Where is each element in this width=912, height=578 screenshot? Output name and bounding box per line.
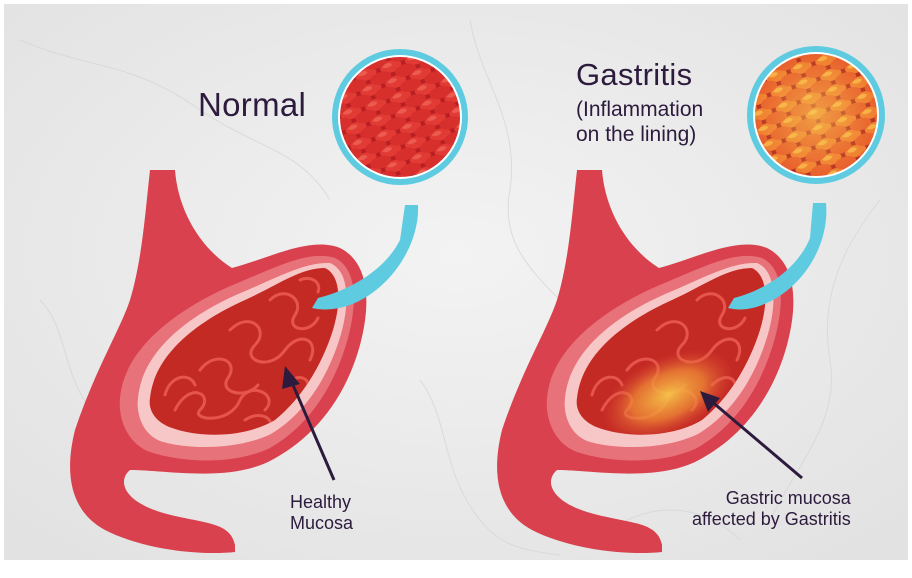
- gastritis-caption: Gastric mucosa affected by Gastritis: [692, 488, 851, 530]
- normal-title: Normal: [198, 86, 306, 124]
- gastritis-subtitle: (Inflammation on the lining): [576, 97, 703, 147]
- normal-caption-line: Mucosa: [290, 513, 353, 534]
- gastritis-subtitle-line: (Inflammation: [576, 97, 703, 122]
- normal-caption-line: Healthy: [290, 492, 353, 513]
- normal-caption: Healthy Mucosa: [290, 492, 353, 534]
- gastritis-caption-line: Gastric mucosa: [692, 488, 851, 509]
- gastritis-title: Gastritis: [576, 57, 692, 93]
- gastritis-subtitle-line: on the lining): [576, 122, 703, 147]
- gastritis-caption-line: affected by Gastritis: [692, 509, 851, 530]
